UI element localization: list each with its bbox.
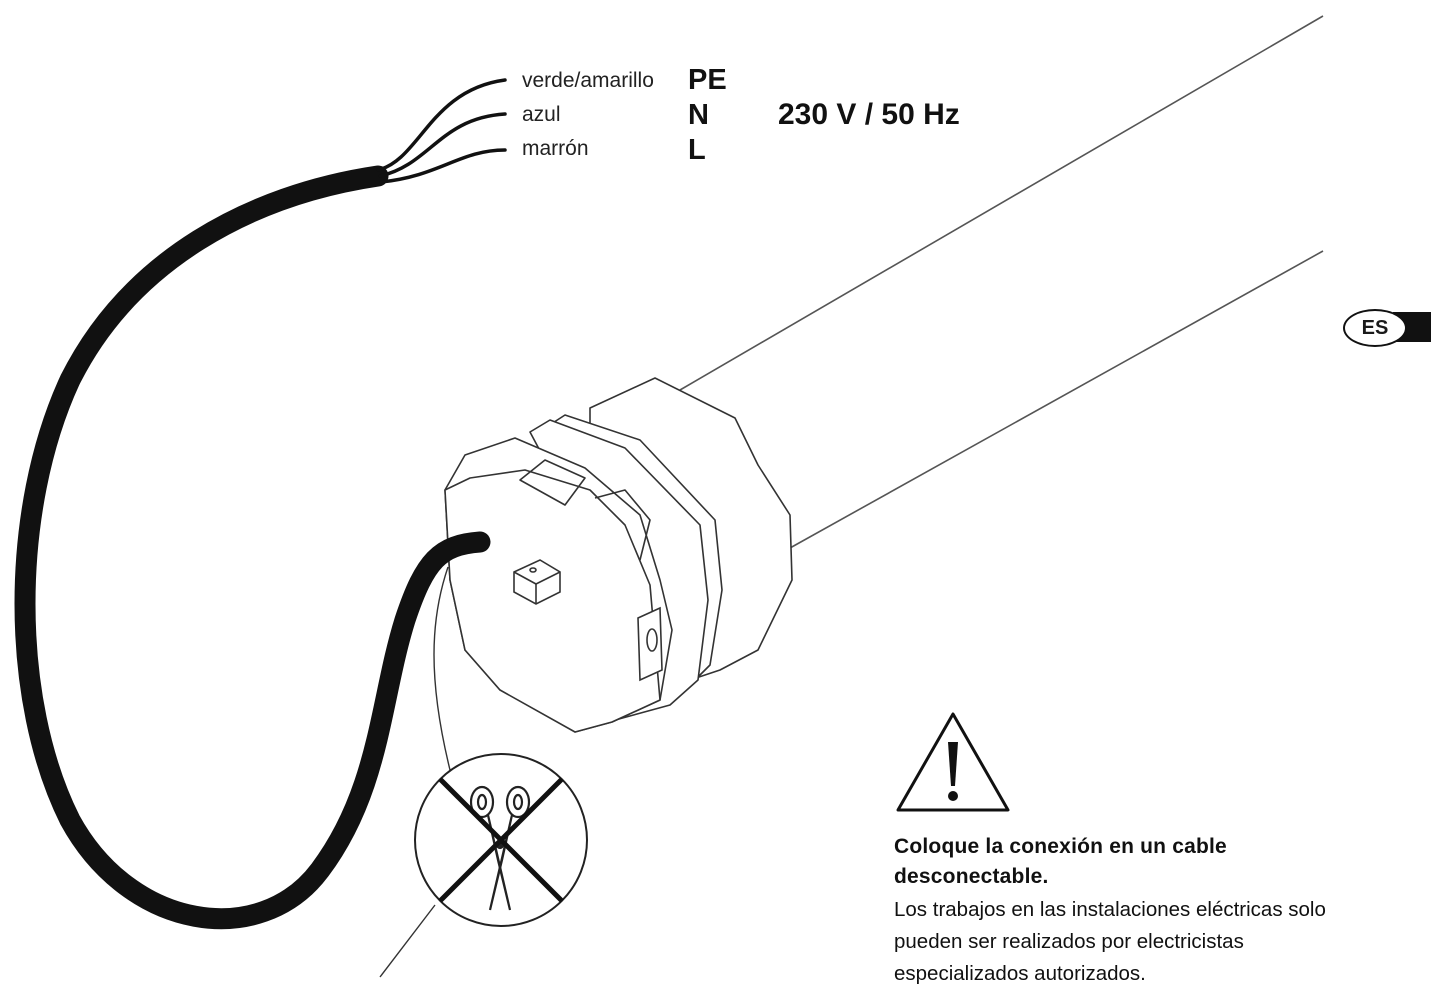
leader-line-lower [379, 904, 436, 978]
language-badge-label: ES [1343, 309, 1407, 347]
wire-pe [376, 78, 507, 172]
warning-body: Los trabajos en las instalaciones eléctr… [894, 898, 1326, 985]
power-cable [14, 165, 491, 930]
language-badge: ES [1343, 309, 1431, 347]
wire-label-pe: verde/amarillo [522, 69, 654, 92]
wire-label-l: marrón [522, 137, 589, 160]
tube-top-edge [679, 15, 1324, 391]
mounting-hole [637, 606, 663, 682]
wire-code-pe: PE [688, 64, 727, 96]
wire-l [379, 148, 507, 184]
supply-voltage: 230 V / 50 Hz [778, 98, 960, 131]
motor-head [444, 377, 793, 733]
wire-code-n: N [688, 99, 709, 131]
set-screw [513, 559, 561, 605]
no-cut-symbol [414, 753, 588, 927]
wire-n [378, 112, 507, 178]
warning-block: Coloque la conexión en un cable desconec… [894, 832, 1334, 990]
warning-title: Coloque la conexión en un cable desconec… [894, 835, 1227, 888]
wire-code-l: L [688, 134, 706, 166]
warning-triangle-icon [896, 712, 1010, 812]
wire-label-n: azul [522, 103, 561, 126]
scissors-icon [469, 785, 531, 911]
tube-bottom-edge [789, 250, 1324, 549]
leader-line-upper [433, 566, 451, 771]
cross-line-2 [438, 777, 564, 903]
